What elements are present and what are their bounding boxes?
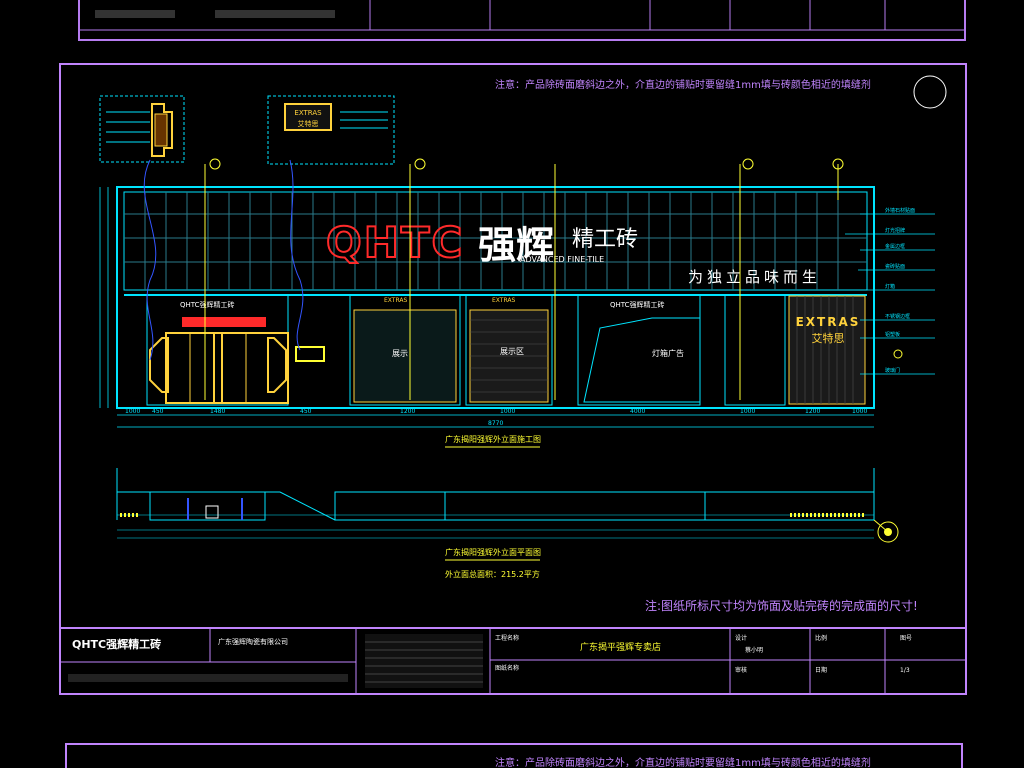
top-note: 注意：产品除砖面磨斜边之外，介直边的铺贴时要留缝1mm填与砖颜色相近的填缝剂 — [495, 78, 871, 91]
svg-text:1480: 1480 — [210, 408, 225, 415]
north-circle — [913, 75, 947, 109]
sheet-no: 1/3 — [900, 667, 910, 674]
bottom-note: 注意：产品除砖面磨斜边之外，介直边的铺贴时要留缝1mm填与砖颜色相近的填缝剂 — [495, 756, 871, 768]
panel-extras: EXTRAS — [492, 297, 515, 304]
label-design: 设计 — [735, 634, 747, 642]
callout-6: 不锈钢边框 — [885, 313, 910, 320]
label-sheet: 图号 — [900, 635, 912, 642]
facade-elevation: QHTC 强辉 精工砖 ADVANCED FINE-TILE 为独立品味而生 Q… — [99, 158, 935, 428]
callout-1: 外墙石材贴面 — [885, 207, 915, 214]
designer: 蔡小明 — [745, 646, 763, 654]
bottom-dim-texts: 1000 450 1480 450 1200 1000 4000 1000 12… — [125, 408, 867, 415]
svg-text:1000: 1000 — [125, 408, 140, 415]
tile-grid — [124, 192, 867, 290]
project-name: 广东揭平强辉专卖店 — [580, 641, 661, 653]
extras-panel — [788, 295, 866, 405]
svg-text:1000: 1000 — [852, 408, 867, 415]
leader-markers — [209, 158, 844, 170]
next-sheet-border — [65, 743, 963, 768]
svg-text:EXTRAS: EXTRAS — [294, 109, 322, 117]
label-scale: 比例 — [815, 634, 827, 642]
titleblock-company: 广东强辉陶瓷有限公司 — [218, 637, 288, 646]
slogan: 为独立品味而生 — [688, 268, 821, 286]
detail-legend-right: EXTRAS 艾特思 — [267, 95, 395, 165]
label-date: 日期 — [815, 666, 827, 674]
panel-extras-2: EXTRAS — [384, 297, 407, 304]
label-project: 工程名称 — [495, 634, 519, 642]
extras-cn: 艾特思 — [812, 331, 845, 345]
label-drawing: 图纸名称 — [495, 664, 519, 672]
door-sign — [295, 346, 325, 362]
panel-label-1: 展示 — [392, 349, 408, 358]
panel-label-3: 灯箱广告 — [652, 348, 684, 358]
callout-4: 瓷砖贴面 — [885, 263, 905, 270]
callout-8: 玻璃门 — [885, 367, 900, 374]
svg-text:1200: 1200 — [400, 408, 415, 415]
callout-5: 灯箱 — [885, 283, 895, 290]
logo-qhtc: QHTC — [326, 218, 464, 267]
svg-text:1200: 1200 — [805, 408, 820, 415]
svg-text:4000: 4000 — [630, 408, 645, 415]
total-dim: 8770 — [488, 420, 503, 427]
panel-label-2: 展示区 — [500, 347, 524, 356]
sheet-border — [59, 63, 967, 695]
leader-lines — [204, 164, 839, 400]
facade-plan — [116, 468, 899, 543]
svg-text:450: 450 — [152, 408, 164, 415]
footer-warning: 注:图纸所标尺寸均为饰面及贴完砖的完成面的尺寸! — [645, 598, 918, 613]
svg-text:450: 450 — [300, 408, 312, 415]
svg-text:1000: 1000 — [500, 408, 515, 415]
small-logo-mid: QHTC强辉精工砖 — [610, 300, 665, 309]
elevation-title: 广东揭阳强辉外立面施工图 — [445, 434, 541, 444]
title-block — [60, 627, 966, 694]
svg-text:1000: 1000 — [740, 408, 755, 415]
extras-sign: EXTRAS — [796, 315, 861, 329]
small-logo-left: QHTC强辉精工砖 — [180, 300, 235, 309]
svg-text:艾特思: 艾特思 — [298, 119, 319, 128]
label-check: 审核 — [735, 666, 747, 674]
callout-2: 灯光招牌 — [885, 227, 905, 234]
recessed-wall — [583, 317, 701, 403]
area-text: 外立面总面积：215.2平方 — [445, 569, 540, 579]
display-panel-1 — [353, 309, 457, 403]
callout-3: 金属边框 — [885, 243, 905, 250]
titleblock-logo: QHTC强辉精工砖 — [72, 637, 161, 651]
detail-legend-left — [99, 95, 185, 163]
previous-sheet-fragment — [78, 0, 966, 41]
callout-leaders — [845, 213, 935, 375]
entrance-door — [149, 317, 289, 404]
callout-7: 铝塑板 — [885, 331, 900, 338]
plan-title: 广东揭阳强辉外立面平面图 — [445, 547, 541, 557]
logo-sub: ADVANCED FINE-TILE — [520, 255, 604, 264]
logo-cn-2: 精工砖 — [572, 227, 638, 252]
logo-cn: 强辉 — [478, 223, 554, 267]
